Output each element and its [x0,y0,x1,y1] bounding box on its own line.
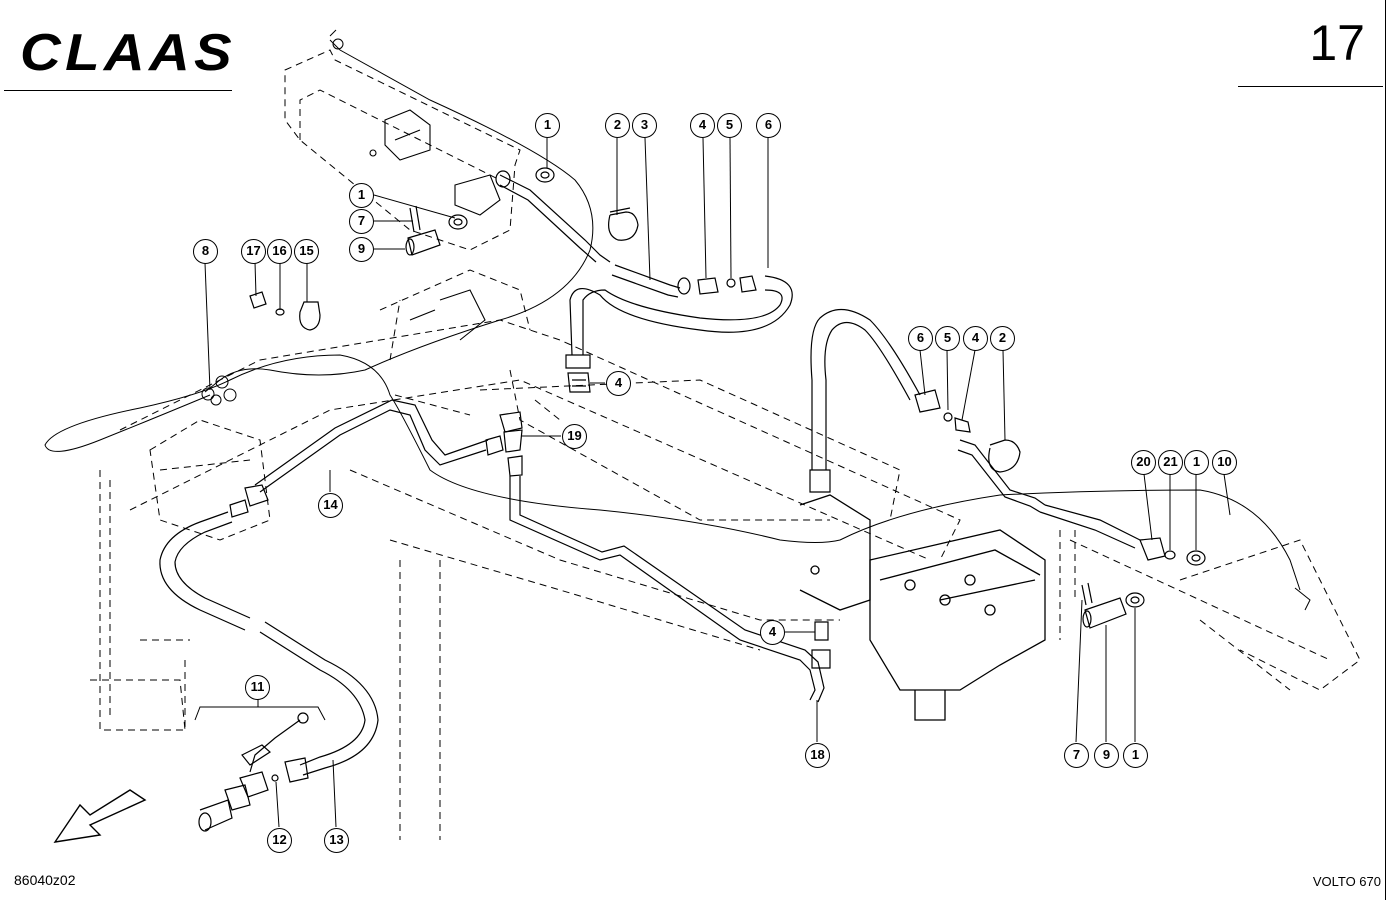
callout-valve-11: 11 [245,675,270,700]
braided-hose-13 [159,511,379,783]
callout-pipe-3: 3 [632,113,657,138]
pin-assembly-top [405,205,468,256]
callout-seal-5: 5 [717,113,742,138]
callout-clamp-15: 15 [294,239,319,264]
callout-cotter-7-bottom: 7 [1064,743,1089,768]
callout-pin-9-bottom: 9 [1094,743,1119,768]
page-number: 17 [1309,15,1365,71]
claas-logo: CLAAS [20,24,236,78]
direction-arrow [53,789,147,843]
callout-pipe-14: 14 [318,493,343,518]
cylinder-block [799,494,1046,721]
ball-valve-11 [198,712,309,832]
callout-fitting-4-mid: 4 [606,371,631,396]
callout-hose-6-right: 6 [908,326,933,351]
hose-clamp-right [988,439,1021,473]
callout-tee-19: 19 [562,424,587,449]
callout-hose-13: 13 [324,828,349,853]
callout-fitting-4-low: 4 [760,620,785,645]
washer-1-far [1186,550,1206,566]
fitting-right [943,412,1046,513]
rigid-pipe-top [495,170,691,298]
callout-washer-1: 1 [535,113,560,138]
page-border-right [1385,0,1386,900]
braided-hose-right [809,308,941,493]
pin-assembly-bottom [1081,582,1145,629]
callout-11-bracket [194,698,326,721]
rigid-pipe-right [1039,504,1176,561]
hose-clamp-top [608,207,639,241]
fitting-4-mid [567,372,591,393]
callout-pipe-18: 18 [805,743,830,768]
upper-bracket [369,109,501,341]
cable-loop [44,354,1311,611]
callout-ring-21: 21 [1158,450,1183,475]
callout-fitting-4-right: 4 [963,326,988,351]
callout-hose-clamp-2: 2 [605,113,630,138]
svg-text:CLAAS: CLAAS [20,24,236,78]
callout-clamp-2-right: 2 [990,326,1015,351]
callout-hose-6: 6 [756,113,781,138]
callout-nut-20: 20 [1131,450,1156,475]
tee-fitting-19 [485,411,523,477]
callout-washer-16: 16 [267,239,292,264]
callout-washer-1-bottom: 1 [1123,743,1148,768]
clamp-assembly [249,291,321,331]
washer-1-top [535,167,555,183]
callout-pin-washer-1: 1 [349,183,374,208]
callout-seal-5-right: 5 [935,326,960,351]
model-name: VOLTO 670 [1312,874,1381,889]
thin-lube-line [204,29,594,393]
fitting-top [697,275,757,295]
callout-fitting-4: 4 [690,113,715,138]
callout-seal-12: 12 [267,828,292,853]
callout-pin-9: 9 [349,237,374,262]
callout-cable-8: 8 [193,239,218,264]
rigid-pipe-18 [509,476,831,703]
header-rule-right [1238,86,1383,87]
callout-washer-1-far: 1 [1184,450,1209,475]
callout-bolt-17: 17 [241,239,266,264]
header-rule-left [4,90,232,91]
leader-lines [204,137,1231,828]
chassis-frame-outline [90,49,1361,840]
rigid-pipe-14 [229,399,489,518]
drawing-code: 86040z02 [14,872,76,888]
callout-cable-10: 10 [1212,450,1237,475]
callout-cotter-7: 7 [349,209,374,234]
braided-hose-6 [565,275,793,369]
